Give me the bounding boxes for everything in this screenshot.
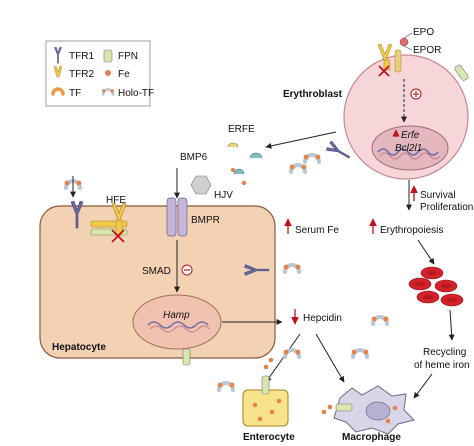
survival-label: Survival xyxy=(420,190,456,201)
erythroblast-tfr1 xyxy=(325,140,353,163)
erfe-arrow xyxy=(265,131,337,149)
recycling-line2: of heme iron xyxy=(414,360,470,371)
dna-strand xyxy=(377,148,439,156)
epo-label: EPO xyxy=(413,27,434,38)
erfe-molecules: ERFE xyxy=(227,124,337,186)
blocked-icon xyxy=(111,229,125,243)
epor-receptor xyxy=(377,43,402,73)
legend-tfr1-label: TFR1 xyxy=(69,51,94,62)
hjv-label: HJV xyxy=(214,190,233,201)
legend-holo-tf-label: Holo-TF xyxy=(118,88,154,99)
hjv-coreceptor xyxy=(190,175,212,195)
epo-ligand xyxy=(399,32,413,51)
dna-strand xyxy=(379,152,441,160)
hepatocyte-fpn xyxy=(182,348,191,366)
dna-strand xyxy=(149,325,211,333)
enterocyte-cell xyxy=(242,357,289,427)
bmpr-label: BMPR xyxy=(191,215,220,226)
erfe-label: ERFE xyxy=(228,124,255,135)
bmp6-label: BMP6 xyxy=(180,152,208,163)
legend-tf-icon xyxy=(51,87,65,96)
gene-hamp: Hamp xyxy=(163,310,190,321)
enterocyte-body xyxy=(242,389,289,427)
rbc-to-recycling-arrow xyxy=(448,309,455,341)
legend-fpn-icon xyxy=(103,49,113,63)
proliferation-label: Proliferation xyxy=(420,202,473,213)
gene-bcl2l1: Bcl2l1 xyxy=(395,143,422,154)
serum-fe-label: Serum Fe xyxy=(295,225,339,236)
erythroblast-nucleus xyxy=(371,125,449,171)
legend-tfr2-icon xyxy=(53,65,63,78)
smad-label: SMAD xyxy=(142,266,171,277)
erythropoiesis-to-rbc-arrow xyxy=(417,239,435,265)
legend-fpn-label: FPN xyxy=(118,51,138,62)
holo-tf-particles xyxy=(281,262,303,274)
erythroblast-title: Erythroblast xyxy=(283,89,343,100)
legend-fe-icon xyxy=(105,70,111,76)
red-blood-cells xyxy=(408,266,464,307)
macrophage-cell xyxy=(321,385,415,435)
recycling-line1: Recycling xyxy=(423,347,466,358)
bmpr-receptor xyxy=(166,197,188,237)
hepatocyte-cell: Hamp Hepatocyte BMP6 HJV BMPR SMAD HFE xyxy=(39,152,303,366)
macrophage-nucleus xyxy=(365,401,391,421)
hepatocyte-tfr2 xyxy=(111,202,127,235)
legend: TFR1 FPN TFR2 Fe TF Holo-TF xyxy=(45,40,154,107)
hfe-label: HFE xyxy=(106,195,126,206)
erythropoiesis-label: Erythropoiesis xyxy=(380,225,443,236)
blocked-icon xyxy=(378,65,390,77)
hepcidin-to-enterocyte-arrow xyxy=(265,333,301,383)
hepcidin-label: Hepcidin xyxy=(303,313,342,324)
erythroblast-fpn xyxy=(454,64,469,81)
enterocyte-fpn xyxy=(261,375,270,395)
gene-erfe: Erfe xyxy=(401,130,420,141)
erythroblast-cell: Erfe Bcl2l1 Erythroblast EPO EPOR xyxy=(283,27,469,180)
legend-tf-label: TF xyxy=(69,88,81,99)
legend-tfr2-label: TFR2 xyxy=(69,69,94,80)
recycling-to-macrophage-arrow xyxy=(413,373,433,399)
hepcidin-to-macrophage-arrow xyxy=(315,333,345,383)
epor-label: EPOR xyxy=(413,45,441,56)
holo-tf-particles xyxy=(287,152,323,174)
legend-fe-label: Fe xyxy=(118,69,130,80)
hepatocyte-title: Hepatocyte xyxy=(52,342,106,353)
macrophage-label: Macrophage xyxy=(342,432,401,443)
dna-strand xyxy=(147,321,209,329)
enterocyte-label: Enterocyte xyxy=(243,432,295,443)
macrophage-fpn xyxy=(335,403,353,412)
